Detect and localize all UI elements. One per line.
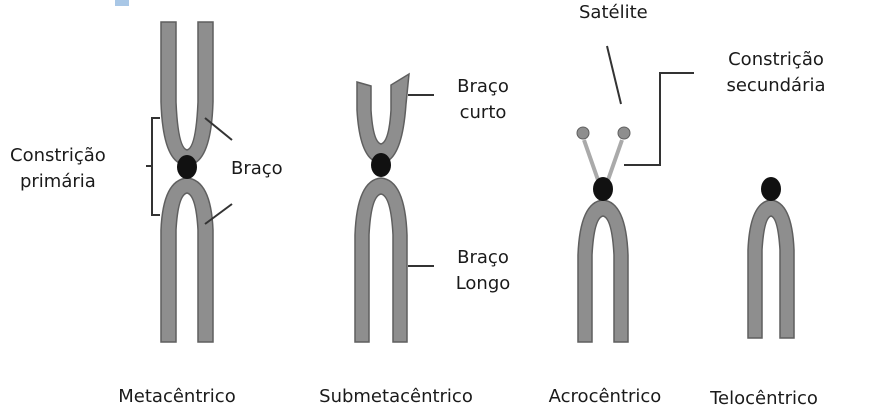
type-label-acrocentric: Acrocêntrico [548, 386, 662, 407]
secondary-constriction-leader [624, 72, 694, 166]
arm-leader-upper [204, 117, 233, 141]
metacentric-centromere [177, 155, 197, 179]
telocentric-arms [747, 199, 795, 339]
submetacentric-long-arms [354, 177, 408, 343]
submetacentric-centromere [371, 153, 391, 177]
satellite-stalk-right [606, 139, 624, 181]
submetacentric-short-arms [356, 72, 410, 164]
metacentric-upper-arms [160, 21, 214, 166]
arm-leader-lower [204, 203, 233, 225]
primary-constriction-bracket [151, 117, 160, 216]
acrocentric-centromere [593, 177, 613, 201]
secondary-constriction-label: Constrição secundária [726, 49, 826, 96]
satellite-right [617, 126, 631, 140]
satellite-left [576, 126, 590, 140]
type-label-telocentric: Telocêntrico [710, 388, 818, 409]
arm-label: Braço [231, 158, 283, 179]
type-label-metacentric: Metacêntrico [118, 386, 236, 407]
acrocentric-long-arms [577, 199, 629, 343]
primary-constriction-label: Constrição primária [10, 145, 106, 192]
satellite-leader [606, 45, 622, 105]
satellite-label: Satélite [579, 2, 648, 23]
satellite-stalk-left [582, 139, 600, 181]
metacentric-lower-arms [160, 177, 214, 343]
long-arm-label: Braço Longo [455, 247, 511, 294]
type-label-submetacentric: Submetacêntrico [319, 386, 473, 407]
short-arm-label: Braço curto [457, 76, 509, 123]
corner-tag [115, 0, 129, 6]
telocentric-centromere [761, 177, 781, 201]
